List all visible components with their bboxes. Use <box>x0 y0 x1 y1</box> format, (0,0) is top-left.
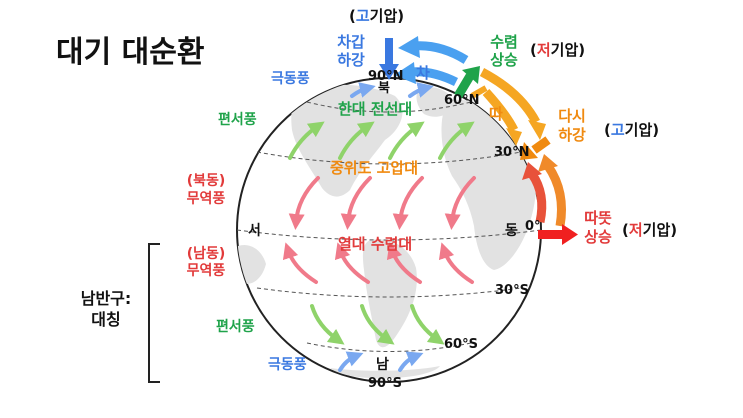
globe <box>236 77 542 383</box>
continent-europe-africa <box>441 99 537 271</box>
symmetric-label: 대칭 <box>91 310 121 329</box>
westerly-north-arrows <box>288 121 475 160</box>
lat-30s-label: 30°S <box>495 283 529 298</box>
warm-rising-label-1: 따뜻 <box>584 209 612 227</box>
sinking-again-label-1: 다시 <box>558 107 586 125</box>
lat-30n-label: 30°N <box>494 145 530 160</box>
high-pressure-30-label: (고기압) <box>604 121 660 139</box>
subtropical-sinking-arrow <box>520 136 551 160</box>
warm-label: 따 <box>489 105 503 123</box>
polar-easterly-north-arrows <box>350 82 434 98</box>
south-label: 남 <box>376 357 389 373</box>
polar-easterly-south-arrows <box>338 351 424 372</box>
latitude-30n-line <box>256 151 522 165</box>
lat-60s-label: 60°S <box>444 337 478 352</box>
subpolar-front-label: 한대 전선대 <box>338 100 413 118</box>
east-label: 동 <box>505 223 518 239</box>
continent-north-america <box>291 84 403 197</box>
polar-easterly-north-label: 극동풍 <box>271 71 310 87</box>
continent-left-edge <box>237 245 266 284</box>
trade-wind-north-arrows <box>288 176 476 230</box>
polar-easterly-south-label: 극동풍 <box>268 357 307 373</box>
trade-wind-se-label: 무역풍 <box>186 263 226 279</box>
continent-antarctica-edge <box>330 366 440 379</box>
lat-90n-label: 90°N <box>368 69 404 84</box>
trade-wind-ne-direction: (북동) <box>186 173 226 189</box>
polar-upper-flow-arrow <box>394 36 469 87</box>
southern-hemisphere-label: 남반구: <box>80 289 132 308</box>
equator-rising-arrow <box>538 224 578 245</box>
page-title: 대기 대순환 <box>56 35 205 70</box>
westerly-south-label: 편서풍 <box>216 319 255 335</box>
westerly-north-label: 편서풍 <box>218 112 257 128</box>
cold-sinking-label-1: 차갑 <box>337 33 365 51</box>
trade-wind-south-arrows <box>282 242 474 284</box>
west-label: 서 <box>248 223 261 239</box>
low-pressure-eq-label: (저기압) <box>622 221 678 239</box>
high-pressure-top-label: (고기압) <box>349 7 405 25</box>
lat-60n-label: 60°N <box>444 93 480 108</box>
southern-hemisphere-bracket <box>148 243 160 383</box>
north-label: 북 <box>378 81 390 96</box>
warm-rising-label-2: 상승 <box>584 228 612 246</box>
polar-sinking-arrow <box>379 38 399 80</box>
converge-label-1: 수렴 <box>490 33 518 51</box>
cold-label: 차 <box>416 64 430 82</box>
tropical-upper-flow-arrow <box>522 154 566 227</box>
converge-label-2: 상승 <box>490 51 518 69</box>
subtropical-high-label: 중위도 고압대 <box>330 159 419 177</box>
itcz-label: 열대 수렴대 <box>338 235 413 253</box>
trade-wind-ne-label: 무역풍 <box>186 191 226 207</box>
lat-0-label: 0° <box>525 219 541 234</box>
cold-sinking-label-2: 하강 <box>337 51 365 69</box>
subtropical-upper-flow-arrow <box>470 68 546 146</box>
sinking-again-label-2: 하강 <box>558 126 586 144</box>
westerly-south-arrows <box>310 304 445 345</box>
lat-90s-label: 90°S <box>368 376 402 391</box>
subpolar-rising-arrow <box>454 66 480 99</box>
low-pressure-60-label: (저기압) <box>530 41 586 59</box>
trade-wind-se-direction: (남동) <box>186 246 226 262</box>
